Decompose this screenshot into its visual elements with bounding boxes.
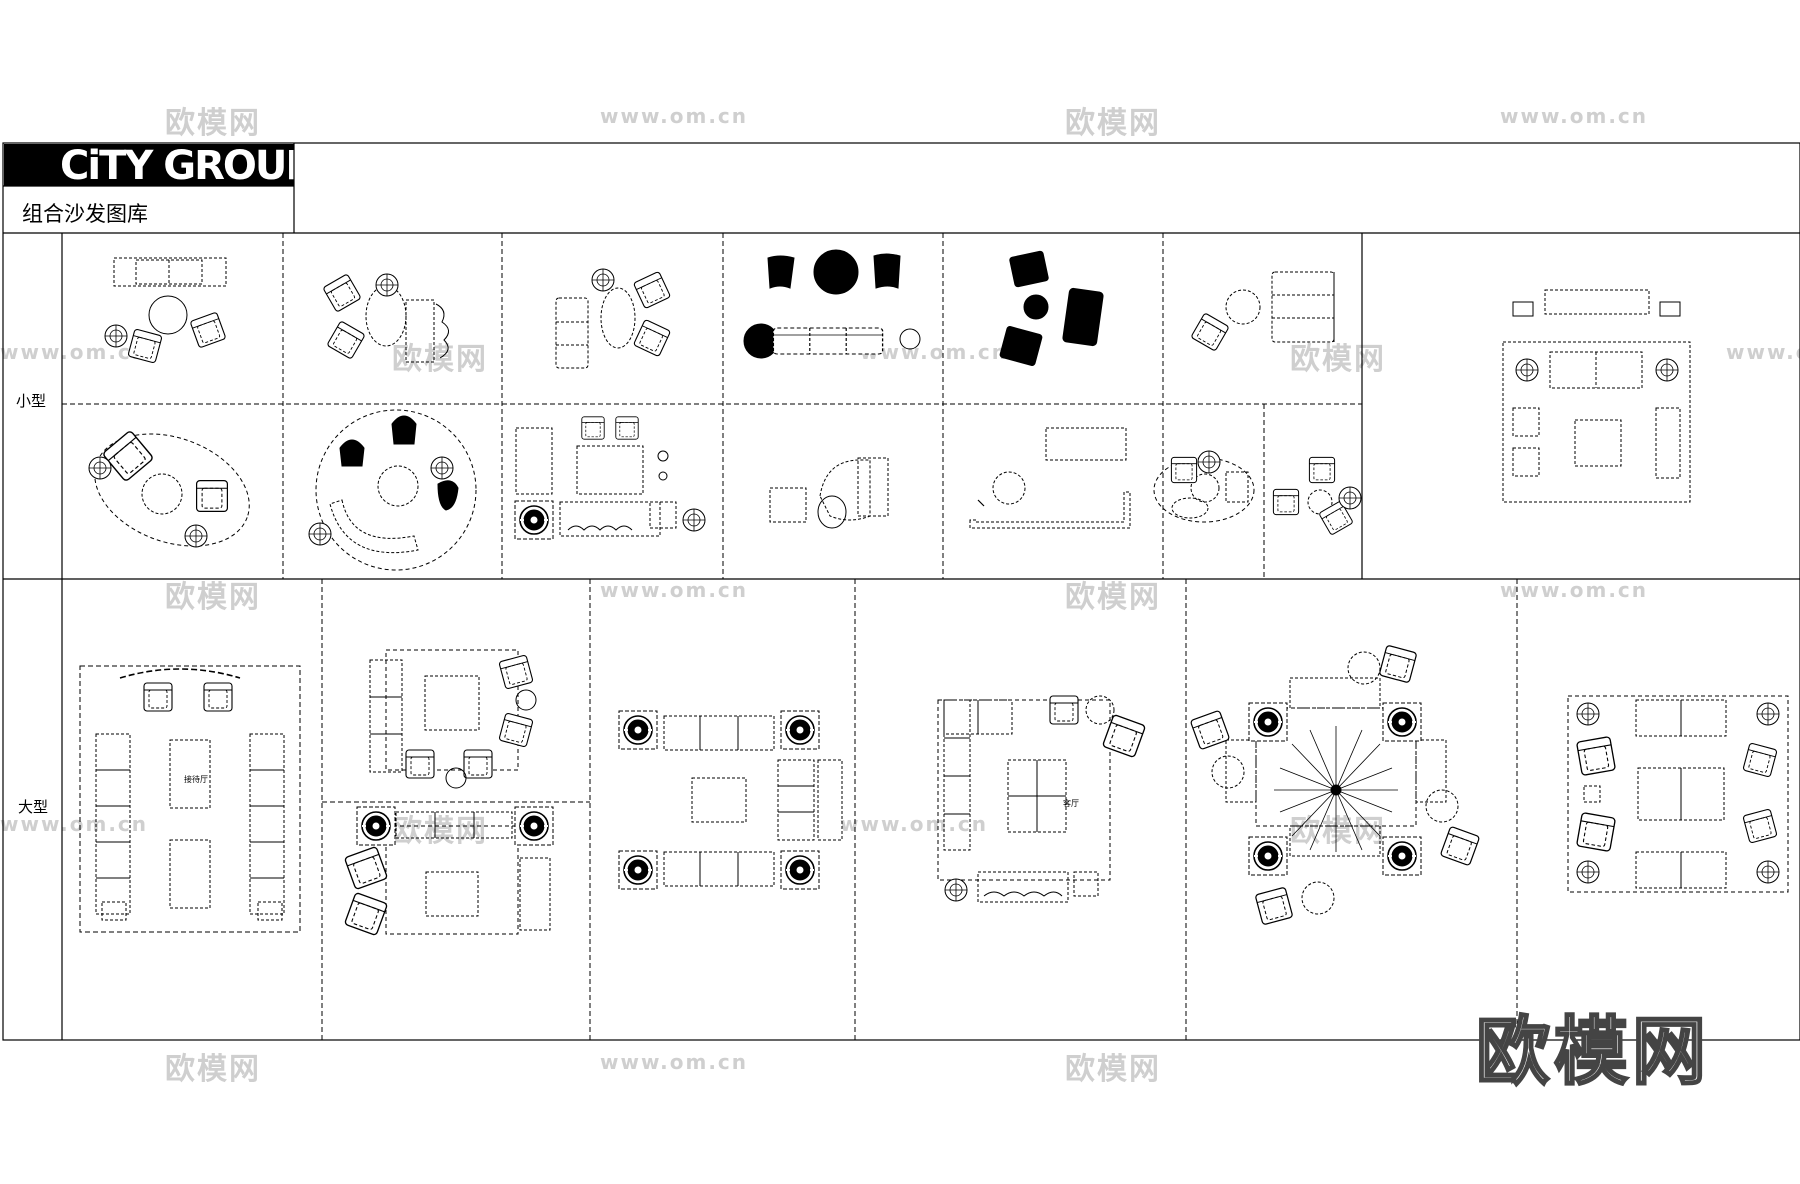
watermark-url: www.om.cn [1500,104,1649,128]
layout-small-5 [999,250,1104,366]
watermark-url: www.om.cn [0,812,149,836]
room-label-living: 客厅 [1063,798,1079,808]
layout-small-12 [969,427,1131,529]
layout-large-5 [937,695,1147,903]
layout-large-4 [618,710,843,890]
layout-small-3 [555,268,672,369]
watermark-logo: 欧模网 [1065,1052,1161,1087]
layout-small-2 [322,273,449,363]
layout-small-8 [88,429,250,548]
layout-small-13 [1153,450,1255,523]
watermark-url: www.om.cn [600,104,749,128]
watermark-url: www.om.cn [1726,340,1800,364]
watermark-url: www.om.cn [840,812,989,836]
layout-large-6 [1189,644,1481,926]
layout-large-2 [369,649,537,789]
layout-small-1 [104,257,227,364]
layout-small-4 [743,249,921,359]
watermark-logo: 欧模网 [392,814,488,849]
brand-logo: CiTY GROUP [60,143,315,189]
brand-bar [4,144,294,186]
watermark-url: www.om.cn [860,340,1009,364]
corner-watermark: 欧模网 [1475,1008,1710,1097]
watermark-logo: 欧模网 [392,342,488,377]
watermark-logo: 欧模网 [1290,814,1386,849]
row-label-small: 小型 [16,392,47,410]
watermark-logo: 欧模网 [1290,342,1386,377]
layout-small-14 [1272,456,1362,536]
watermark-url: www.om.cn [600,1050,749,1074]
watermark-url: www.om.cn [1500,578,1649,602]
watermark-logo: 欧模网 [165,1052,261,1087]
layout-small-6 [1190,271,1335,352]
watermark-url: www.om.cn [600,578,749,602]
watermark-logo: 欧模网 [165,580,261,615]
layout-large-1 [79,665,301,933]
grid-dividers [62,233,1518,1040]
layout-large-3 [343,806,554,937]
frame-lines [2,142,1800,1041]
layout-small-9 [308,409,477,571]
layout-small-10 [514,416,706,540]
layout-large-7 [1567,695,1789,893]
sheet-title: 组合沙发图库 [22,202,148,226]
room-label-reception: 接待厅 [184,774,208,784]
layout-small-11 [769,457,889,529]
watermark-logo: 欧模网 [165,106,261,141]
watermark-logo: 欧模网 [1065,580,1161,615]
row-label-large: 大型 [18,798,49,816]
layout-small-7 [1502,289,1691,503]
watermark-logo: 欧模网 [1065,106,1161,141]
